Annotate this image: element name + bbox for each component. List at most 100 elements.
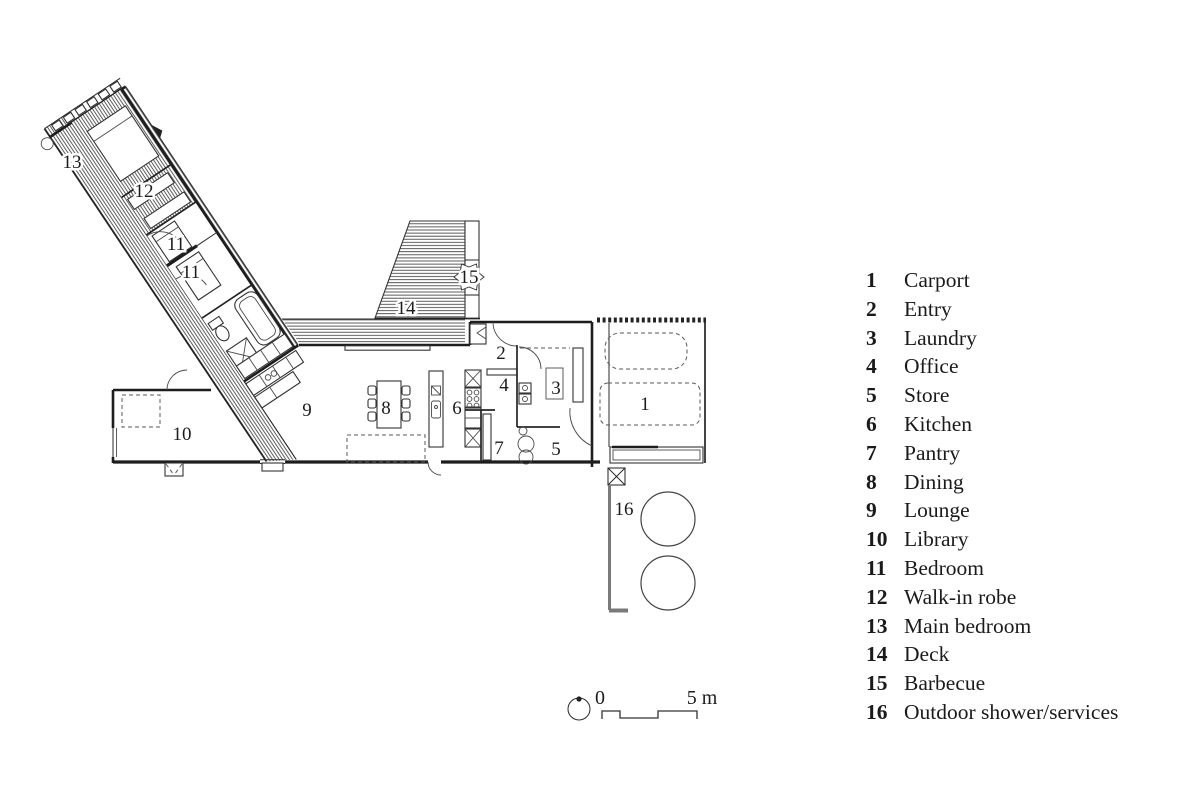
room-label-store: 5 <box>551 439 561 460</box>
bed-b <box>175 251 222 301</box>
room-label-bedroom-b: 11 <box>182 262 200 283</box>
legend-item-3: 3 Laundry <box>866 324 1118 353</box>
legend-item-label: Carport <box>904 268 970 292</box>
legend-item-label: Main bedroom <box>904 613 1032 638</box>
room-label-laundry: 3 <box>551 378 561 399</box>
car-outline <box>599 382 701 426</box>
kitchen-cabinets <box>464 369 482 448</box>
room-label-pantry: 7 <box>494 438 504 459</box>
north-indicator-icon <box>567 696 591 721</box>
main-block <box>111 320 600 477</box>
legend-item-number: 2 <box>866 296 877 321</box>
rug-outline <box>346 434 426 463</box>
legend-item-10: 10 Library <box>866 525 1118 554</box>
bathtub <box>234 291 281 346</box>
legend-item-number: 8 <box>866 469 877 494</box>
room-label-dining: 8 <box>381 398 391 419</box>
legend-item-5: 5 Store <box>866 381 1118 410</box>
robe-shelf <box>143 191 192 230</box>
storage-bench <box>609 446 704 464</box>
bed-main <box>86 105 160 183</box>
room-label-outdoor-shower: 16 <box>615 499 634 520</box>
legend-item-label: Office <box>904 354 959 379</box>
legend-item-16: 16 Outdoor shower/services <box>866 698 1118 727</box>
legend-item-number: 13 <box>866 613 888 638</box>
legend-item-number: 1 <box>866 268 877 292</box>
room-label-kitchen: 6 <box>452 398 462 419</box>
scale-max-label: 5 m <box>687 687 718 709</box>
legend-item-number: 15 <box>866 671 888 696</box>
legend-item-label: Lounge <box>904 498 970 523</box>
main-block-floor <box>113 322 706 464</box>
room-label-deck: 14 <box>397 298 417 319</box>
legend-item-15: 15 Barbecue <box>866 669 1118 698</box>
legend-item-label: Outdoor shower/services <box>904 699 1119 724</box>
legend-item-14: 14 Deck <box>866 640 1118 669</box>
legend-item-label: Kitchen <box>904 411 973 436</box>
bedroom-wing <box>40 77 305 462</box>
legend-item-11: 11 Bedroom <box>866 554 1118 583</box>
water-tank <box>640 491 696 547</box>
legend-item-number: 3 <box>866 325 877 350</box>
pantry-shelf <box>482 413 492 461</box>
legend-item-number: 14 <box>866 642 888 667</box>
carport <box>597 317 706 464</box>
legend-item-number: 10 <box>866 527 888 552</box>
legend-item-label: Dining <box>904 469 964 494</box>
legend-item-6: 6 Kitchen <box>866 410 1118 439</box>
legend-item-4: 4 Office <box>866 352 1118 381</box>
legend-item-number: 16 <box>866 699 888 724</box>
legend-item-9: 9 Lounge <box>866 496 1118 525</box>
legend-item-2: 2 Entry <box>866 295 1118 324</box>
legend-item-number: 6 <box>866 411 877 436</box>
legend-item-label: Store <box>904 383 950 408</box>
room-label-library: 10 <box>173 424 192 445</box>
room-label-office: 4 <box>499 375 509 396</box>
robe-shelf <box>126 171 176 211</box>
legend-item-number: 12 <box>866 584 888 609</box>
pier <box>261 462 284 472</box>
legend-item-1: 1 Carport <box>866 266 1118 295</box>
barbecue-unit <box>453 220 485 318</box>
scale-zero-label: 0 <box>595 687 605 709</box>
laundry-area <box>518 346 584 405</box>
store-area <box>517 407 593 465</box>
deck <box>282 220 485 344</box>
bed-a <box>151 220 193 263</box>
legend-item-label: Bedroom <box>904 555 985 580</box>
legend-item-12: 12 Walk-in robe <box>866 583 1118 612</box>
downpipe <box>40 137 54 151</box>
dining-table <box>367 380 411 429</box>
legend-item-number: 11 <box>866 555 887 580</box>
kitchen-island <box>428 370 444 448</box>
room-label-barbecue: 15 <box>460 267 479 288</box>
water-tank <box>640 555 696 611</box>
legend-item-8: 8 Dining <box>866 468 1118 497</box>
legend-item-label: Laundry <box>904 325 977 350</box>
room-label-entry: 2 <box>496 343 506 364</box>
legend-item-label: Deck <box>904 642 950 667</box>
legend-item-13: 13 Main bedroom <box>866 612 1118 641</box>
legend-item-number: 9 <box>866 498 877 523</box>
legend-item-number: 5 <box>866 383 877 408</box>
legend-item-label: Barbecue <box>904 671 986 696</box>
room-label-main-bedroom: 13 <box>63 152 82 173</box>
legend-item-label: Entry <box>904 296 952 321</box>
legend-item-label: Pantry <box>904 440 961 465</box>
room-label-bedroom-a: 11 <box>167 234 185 255</box>
entry-area <box>469 321 518 347</box>
room-label-lounge: 9 <box>302 400 312 421</box>
legend: 1 Carport 2 Entry 3 Laundry 4 Office 5 Store 6 Kitc… <box>866 266 1118 727</box>
legend-item-label: Library <box>904 527 969 552</box>
scale-bar: 0 5 m <box>595 687 718 719</box>
room-label-carport: 1 <box>640 394 650 415</box>
legend-item-label: Walk-in robe <box>904 584 1017 609</box>
outdoor-services <box>607 467 696 613</box>
legend-item-number: 4 <box>866 354 877 379</box>
car-outline <box>604 332 688 370</box>
barbecue-starburst <box>453 263 485 291</box>
